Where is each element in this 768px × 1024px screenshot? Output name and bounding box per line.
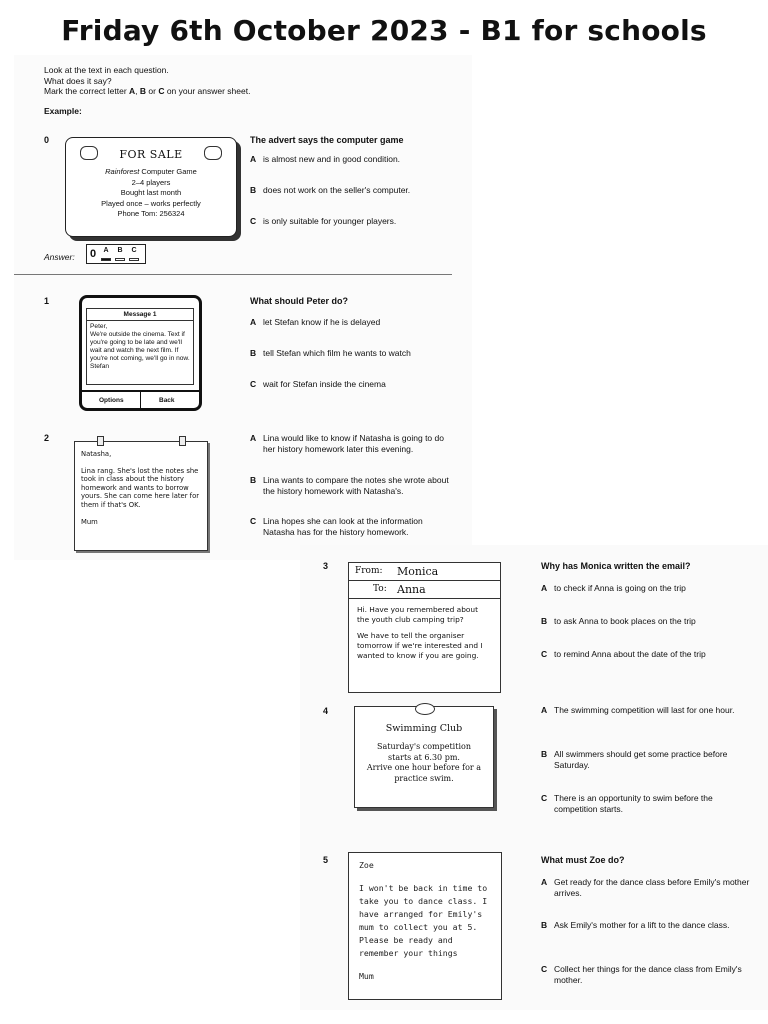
example-label: Example: <box>44 106 82 116</box>
question-number: 4 <box>323 706 329 716</box>
question-number: 5 <box>323 855 329 865</box>
phone-softkeys <box>82 390 199 408</box>
email-from-row: From: Monica <box>349 563 500 581</box>
answer-col-b: B <box>117 247 123 254</box>
message-line: Stefan <box>90 363 110 370</box>
email-line: Hi. Have you remembered about the youth … <box>357 605 478 624</box>
instructions: Look at the text in each question. What … <box>44 65 250 97</box>
divider <box>14 274 452 275</box>
back-softkey[interactable]: Back <box>159 397 175 404</box>
notice-line: practice swim. <box>394 773 454 783</box>
email-to-row: To: Anna <box>349 581 500 599</box>
softkey-divider <box>140 392 141 408</box>
question-title: What should Peter do? <box>250 296 348 306</box>
answer-label: Answer: <box>44 252 75 262</box>
question-title: What must Zoe do? <box>541 855 625 865</box>
note-line: Lina rang. She's lost the notes she took… <box>81 466 200 509</box>
instruction-line: Look at the text in each question. <box>44 65 169 75</box>
page-title: Friday 6th October 2023 - B1 for schools <box>61 14 707 47</box>
clip-icon <box>97 436 104 446</box>
pin-icon <box>415 703 435 715</box>
message-heading: Message 1 <box>87 309 193 321</box>
note-body: Zoe I won't be back in time to take you … <box>349 853 501 989</box>
note-line: Mum <box>81 517 98 526</box>
question-title: The advert says the computer game <box>250 135 404 145</box>
phone-screen: Message 1 Peter, We're outside the cinem… <box>86 308 194 385</box>
from-value: Monica <box>397 565 439 578</box>
question-title: Why has Monica written the email? <box>541 561 691 571</box>
for-sale-advert: FOR SALE Rainforest Computer Game 2–4 pl… <box>65 137 237 237</box>
gamepad-icon <box>204 146 222 160</box>
from-label: From: <box>355 566 383 576</box>
instruction-line: What does it say? <box>44 75 112 86</box>
message-line: We're outside the cinema. Text if you're… <box>90 331 190 362</box>
handwritten-note: Zoe I won't be back in time to take you … <box>348 852 502 1000</box>
question-number: 1 <box>44 296 50 306</box>
advert-line: Rainforest Computer Game <box>105 167 197 176</box>
notice-line: Arrive one hour before for a <box>366 763 482 772</box>
email-line: We have to tell the organiser tomorrow i… <box>357 631 483 660</box>
answer-number: 0 <box>90 248 97 260</box>
notice-line: starts at 6.30 pm. <box>388 752 460 762</box>
answer-col-a: A <box>103 247 109 254</box>
phone-message: Message 1 Peter, We're outside the cinem… <box>79 295 202 411</box>
swimming-notice: Swimming Club Saturday's competition sta… <box>354 703 494 808</box>
email-body: Hi. Have you remembered about the youth … <box>349 599 500 667</box>
message-body: Peter, We're outside the cinema. Text if… <box>87 321 193 373</box>
question-number: 0 <box>44 135 50 145</box>
pinned-note: Natasha, Lina rang. She's lost the notes… <box>74 436 208 551</box>
note-line: Mum <box>359 971 374 981</box>
clip-icon <box>179 436 186 446</box>
message-line: Peter, <box>90 323 108 330</box>
notice-heading: Swimming Club <box>385 723 463 734</box>
note-line: I won't be back in time to take you to d… <box>359 883 488 958</box>
question-number: 2 <box>44 433 50 443</box>
note-line: Natasha, <box>81 450 112 458</box>
notice-line: Saturday's competition <box>377 742 471 751</box>
answer-mark-empty[interactable] <box>129 258 139 261</box>
instruction-line: Mark the correct letter A, B or C on you… <box>44 86 251 96</box>
answer-col-c: C <box>131 247 137 254</box>
to-label: To: <box>373 584 387 594</box>
advert-line: Phone Tom: 256324 <box>117 209 185 218</box>
note-body: Natasha, Lina rang. She's lost the notes… <box>75 442 207 534</box>
answer-mark-empty[interactable] <box>115 258 125 261</box>
advert-line: 2–4 players <box>131 177 171 187</box>
options-softkey[interactable]: Options <box>99 397 124 404</box>
advert-line: Bought last month <box>120 188 182 197</box>
to-value: Anna <box>397 583 426 596</box>
answer-grid: 0 A B C <box>86 244 146 264</box>
note-line: Zoe <box>359 860 374 870</box>
answer-mark-filled[interactable] <box>101 258 111 261</box>
advert-line: Played once – works perfectly <box>101 198 201 208</box>
advert-heading: FOR SALE <box>119 148 183 161</box>
email-message: From: Monica To: Anna Hi. Have you remem… <box>348 562 501 693</box>
question-number: 3 <box>323 561 329 571</box>
gamepad-icon <box>80 146 98 160</box>
